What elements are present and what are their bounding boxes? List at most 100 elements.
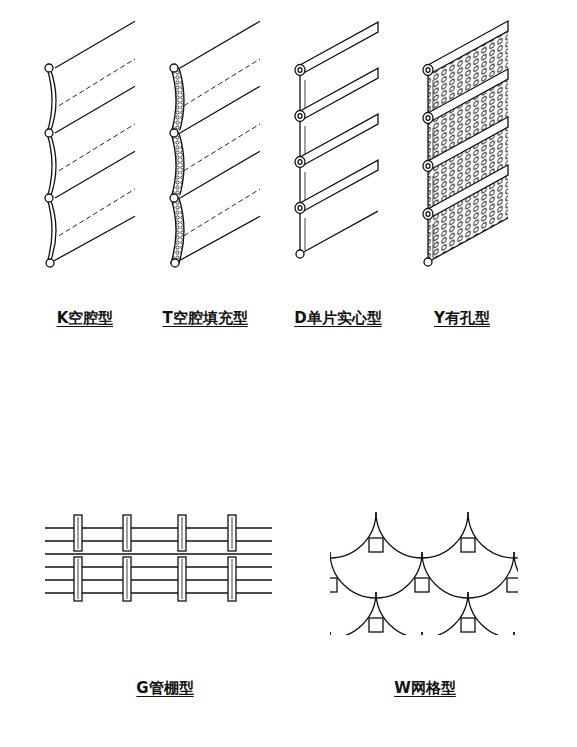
grille-link — [123, 557, 131, 601]
slat-edge — [428, 218, 508, 262]
slat-profile — [299, 208, 300, 254]
slat-edge — [50, 216, 135, 263]
slat-profile — [299, 116, 300, 162]
slat-profile — [47, 68, 52, 133]
type-caption: W网格型 — [392, 679, 458, 698]
grille-link — [228, 515, 236, 551]
grille-link — [127, 517, 128, 549]
mesh-node — [461, 618, 475, 632]
mesh-arc — [330, 552, 422, 598]
mesh-pattern — [330, 512, 518, 635]
slat-tube-end — [295, 65, 305, 76]
slat-tube — [428, 21, 508, 75]
slat-tube-bore — [298, 68, 302, 73]
mesh-arc — [422, 632, 514, 635]
mesh-arc — [330, 632, 422, 635]
slat-knuckle — [424, 258, 432, 266]
slat-profile — [427, 70, 428, 118]
slat-tube-bore — [298, 160, 302, 165]
slat-tube-bore — [298, 206, 302, 211]
mesh-node — [415, 578, 429, 592]
slat-edge — [55, 21, 135, 68]
slat-edge — [300, 211, 378, 254]
grille-link — [232, 517, 233, 549]
slat-profile — [427, 166, 428, 214]
slat-ridge — [184, 189, 260, 236]
slat-tube — [300, 68, 378, 121]
slat-profile — [305, 126, 306, 158]
slat-profile — [47, 198, 52, 263]
slat-tube-bore — [298, 114, 302, 119]
slat-tube-end — [423, 209, 433, 220]
slat-ridge — [59, 189, 135, 236]
grille-link — [78, 517, 79, 549]
slat-tube-bore — [426, 212, 430, 217]
slat-edge — [180, 21, 260, 68]
slat-tube-end — [295, 157, 305, 168]
slat-knuckle — [45, 194, 53, 202]
grille-link — [123, 515, 131, 551]
mesh-node — [461, 538, 475, 552]
grille-link — [178, 515, 186, 551]
slat-profile — [305, 80, 306, 112]
slat-tube — [300, 22, 378, 75]
type-caption: G管棚型 — [134, 679, 195, 698]
slat-tube-bore — [426, 164, 430, 169]
slat-face — [175, 151, 260, 263]
slat-tube-bore — [426, 68, 430, 73]
slat-profile — [427, 214, 428, 262]
slat-tube-end — [423, 65, 433, 76]
grille-tube — [45, 553, 272, 554]
grille-link — [178, 557, 186, 601]
slat-profile — [427, 118, 428, 166]
slat-knuckle — [170, 64, 178, 72]
mesh-node — [330, 578, 337, 592]
slat-knuckle — [45, 129, 53, 137]
type-caption: D单片实心型 — [292, 309, 383, 328]
slat-knuckle — [170, 129, 178, 137]
slat-knuckle — [296, 250, 304, 258]
slat-edge — [175, 216, 260, 263]
mesh-arc — [376, 512, 468, 558]
slat-tube-end — [295, 111, 305, 122]
slat-edge — [180, 86, 260, 133]
type-caption: Y有孔型 — [432, 309, 492, 328]
mesh-node — [507, 578, 518, 592]
mesh-node — [369, 618, 383, 632]
slat-face — [300, 165, 378, 254]
slat-tube — [428, 165, 508, 219]
grille-link — [127, 559, 128, 599]
slat-tube-end — [295, 203, 305, 214]
slat-profile — [433, 176, 434, 210]
slat-edge — [55, 86, 135, 133]
slat-profile — [50, 68, 56, 133]
slat-tube — [428, 69, 508, 123]
slat-profile — [50, 133, 56, 198]
slat-edge — [180, 151, 260, 198]
slat-profile — [433, 128, 434, 162]
grille-link — [74, 557, 82, 601]
slat-profile — [299, 70, 300, 116]
foam-fill — [171, 68, 184, 133]
mesh-arc — [376, 592, 468, 635]
slat-edge — [55, 151, 135, 198]
type-caption: K空腔型 — [55, 309, 116, 328]
slat-knuckle — [45, 64, 53, 72]
slat-tube — [300, 160, 378, 213]
slat-tube-end — [423, 161, 433, 172]
slat-knuckle — [171, 259, 179, 267]
grille-link — [74, 515, 82, 551]
slat-tube-bore — [426, 116, 430, 121]
mesh-arc — [514, 632, 518, 635]
slat-face — [50, 151, 135, 263]
type-caption: T空腔填充型 — [160, 309, 249, 328]
slat-tube — [300, 114, 378, 167]
slat-face — [428, 170, 508, 262]
slat-tube — [428, 117, 508, 171]
slat-profile — [47, 133, 52, 198]
grille-link — [228, 557, 236, 601]
slat-profile — [305, 218, 306, 250]
foam-fill — [171, 133, 184, 198]
slat-profile — [433, 80, 434, 114]
